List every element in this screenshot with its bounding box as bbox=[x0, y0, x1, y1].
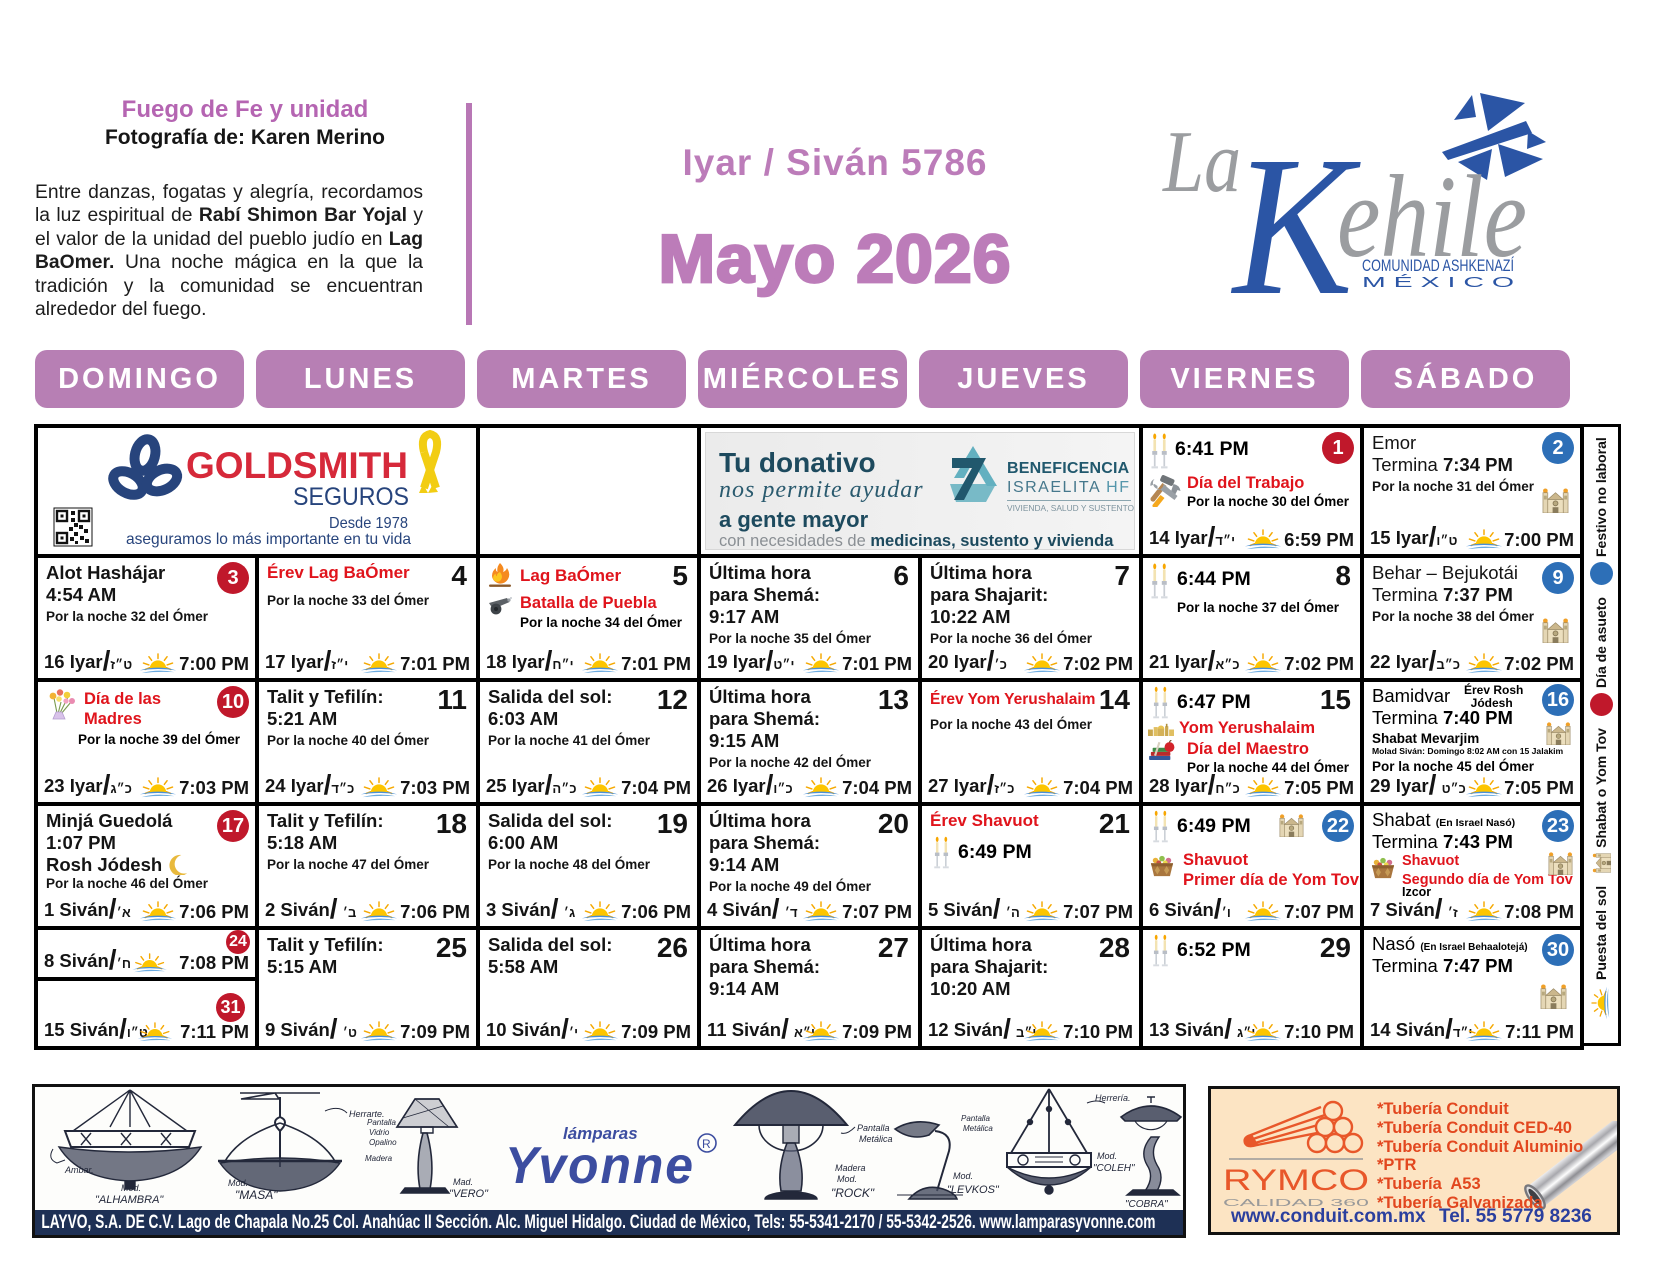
svg-text:La: La bbox=[1161, 114, 1241, 211]
svg-text:Opalino: Opalino bbox=[369, 1138, 397, 1147]
svg-text:"ROCK": "ROCK" bbox=[831, 1186, 875, 1200]
svg-text:lámparas: lámparas bbox=[563, 1124, 638, 1143]
svg-text:R: R bbox=[702, 1137, 711, 1151]
svg-text:Metálica: Metálica bbox=[859, 1134, 893, 1144]
svg-text:Vidrio: Vidrio bbox=[369, 1128, 390, 1137]
svg-text:Desde 1978: Desde 1978 bbox=[329, 515, 408, 532]
svg-text:"MASA": "MASA" bbox=[235, 1188, 278, 1202]
svg-text:Ambar.: Ambar. bbox=[64, 1165, 94, 1175]
svg-text:Mod.: Mod. bbox=[953, 1171, 973, 1181]
svg-text:"COBRA": "COBRA" bbox=[1125, 1199, 1168, 1210]
svg-text:ehile: ehile bbox=[1337, 151, 1527, 282]
svg-text:Mad.: Mad. bbox=[453, 1177, 473, 1187]
svg-text:"ALHAMBRA": "ALHAMBRA" bbox=[95, 1194, 164, 1206]
svg-text:Mod.: Mod. bbox=[837, 1174, 857, 1184]
svg-text:Yvonne: Yvonne bbox=[505, 1137, 695, 1195]
svg-text:RYMCO: RYMCO bbox=[1223, 1164, 1369, 1197]
svg-text:Pantalla: Pantalla bbox=[367, 1118, 396, 1127]
svg-text:SEGUROS: SEGUROS bbox=[293, 483, 409, 511]
svg-text:Mod.: Mod. bbox=[121, 1183, 141, 1193]
svg-text:"LEVKOS": "LEVKOS" bbox=[947, 1184, 1000, 1196]
svg-text:Pantalla: Pantalla bbox=[961, 1114, 990, 1123]
svg-text:GOLDSMITH: GOLDSMITH bbox=[186, 445, 408, 486]
svg-text:Herrería.: Herrería. bbox=[1095, 1093, 1131, 1103]
svg-text:Herrarte.: Herrarte. bbox=[349, 1109, 385, 1119]
svg-text:COMUNIDAD ASHKENAZÍ: COMUNIDAD ASHKENAZÍ bbox=[1362, 256, 1514, 275]
svg-text:"VERO": "VERO" bbox=[449, 1188, 489, 1200]
svg-text:Mod.: Mod. bbox=[1097, 1151, 1117, 1161]
svg-text:Madera: Madera bbox=[835, 1163, 866, 1173]
svg-text:Pantalla: Pantalla bbox=[857, 1123, 890, 1133]
svg-text:"COLEH": "COLEH" bbox=[1093, 1163, 1135, 1174]
svg-text:CALIDAD 360: CALIDAD 360 bbox=[1223, 1197, 1369, 1209]
svg-text:Metálica: Metálica bbox=[963, 1124, 993, 1133]
svg-text:Mod.: Mod. bbox=[228, 1178, 248, 1188]
svg-text:K: K bbox=[1230, 116, 1360, 318]
svg-text:aseguramos lo más importante e: aseguramos lo más importante en tu vida bbox=[126, 531, 411, 548]
svg-text:Madera: Madera bbox=[365, 1154, 393, 1163]
svg-text:M É X I C O: M É X I C O bbox=[1362, 274, 1514, 291]
